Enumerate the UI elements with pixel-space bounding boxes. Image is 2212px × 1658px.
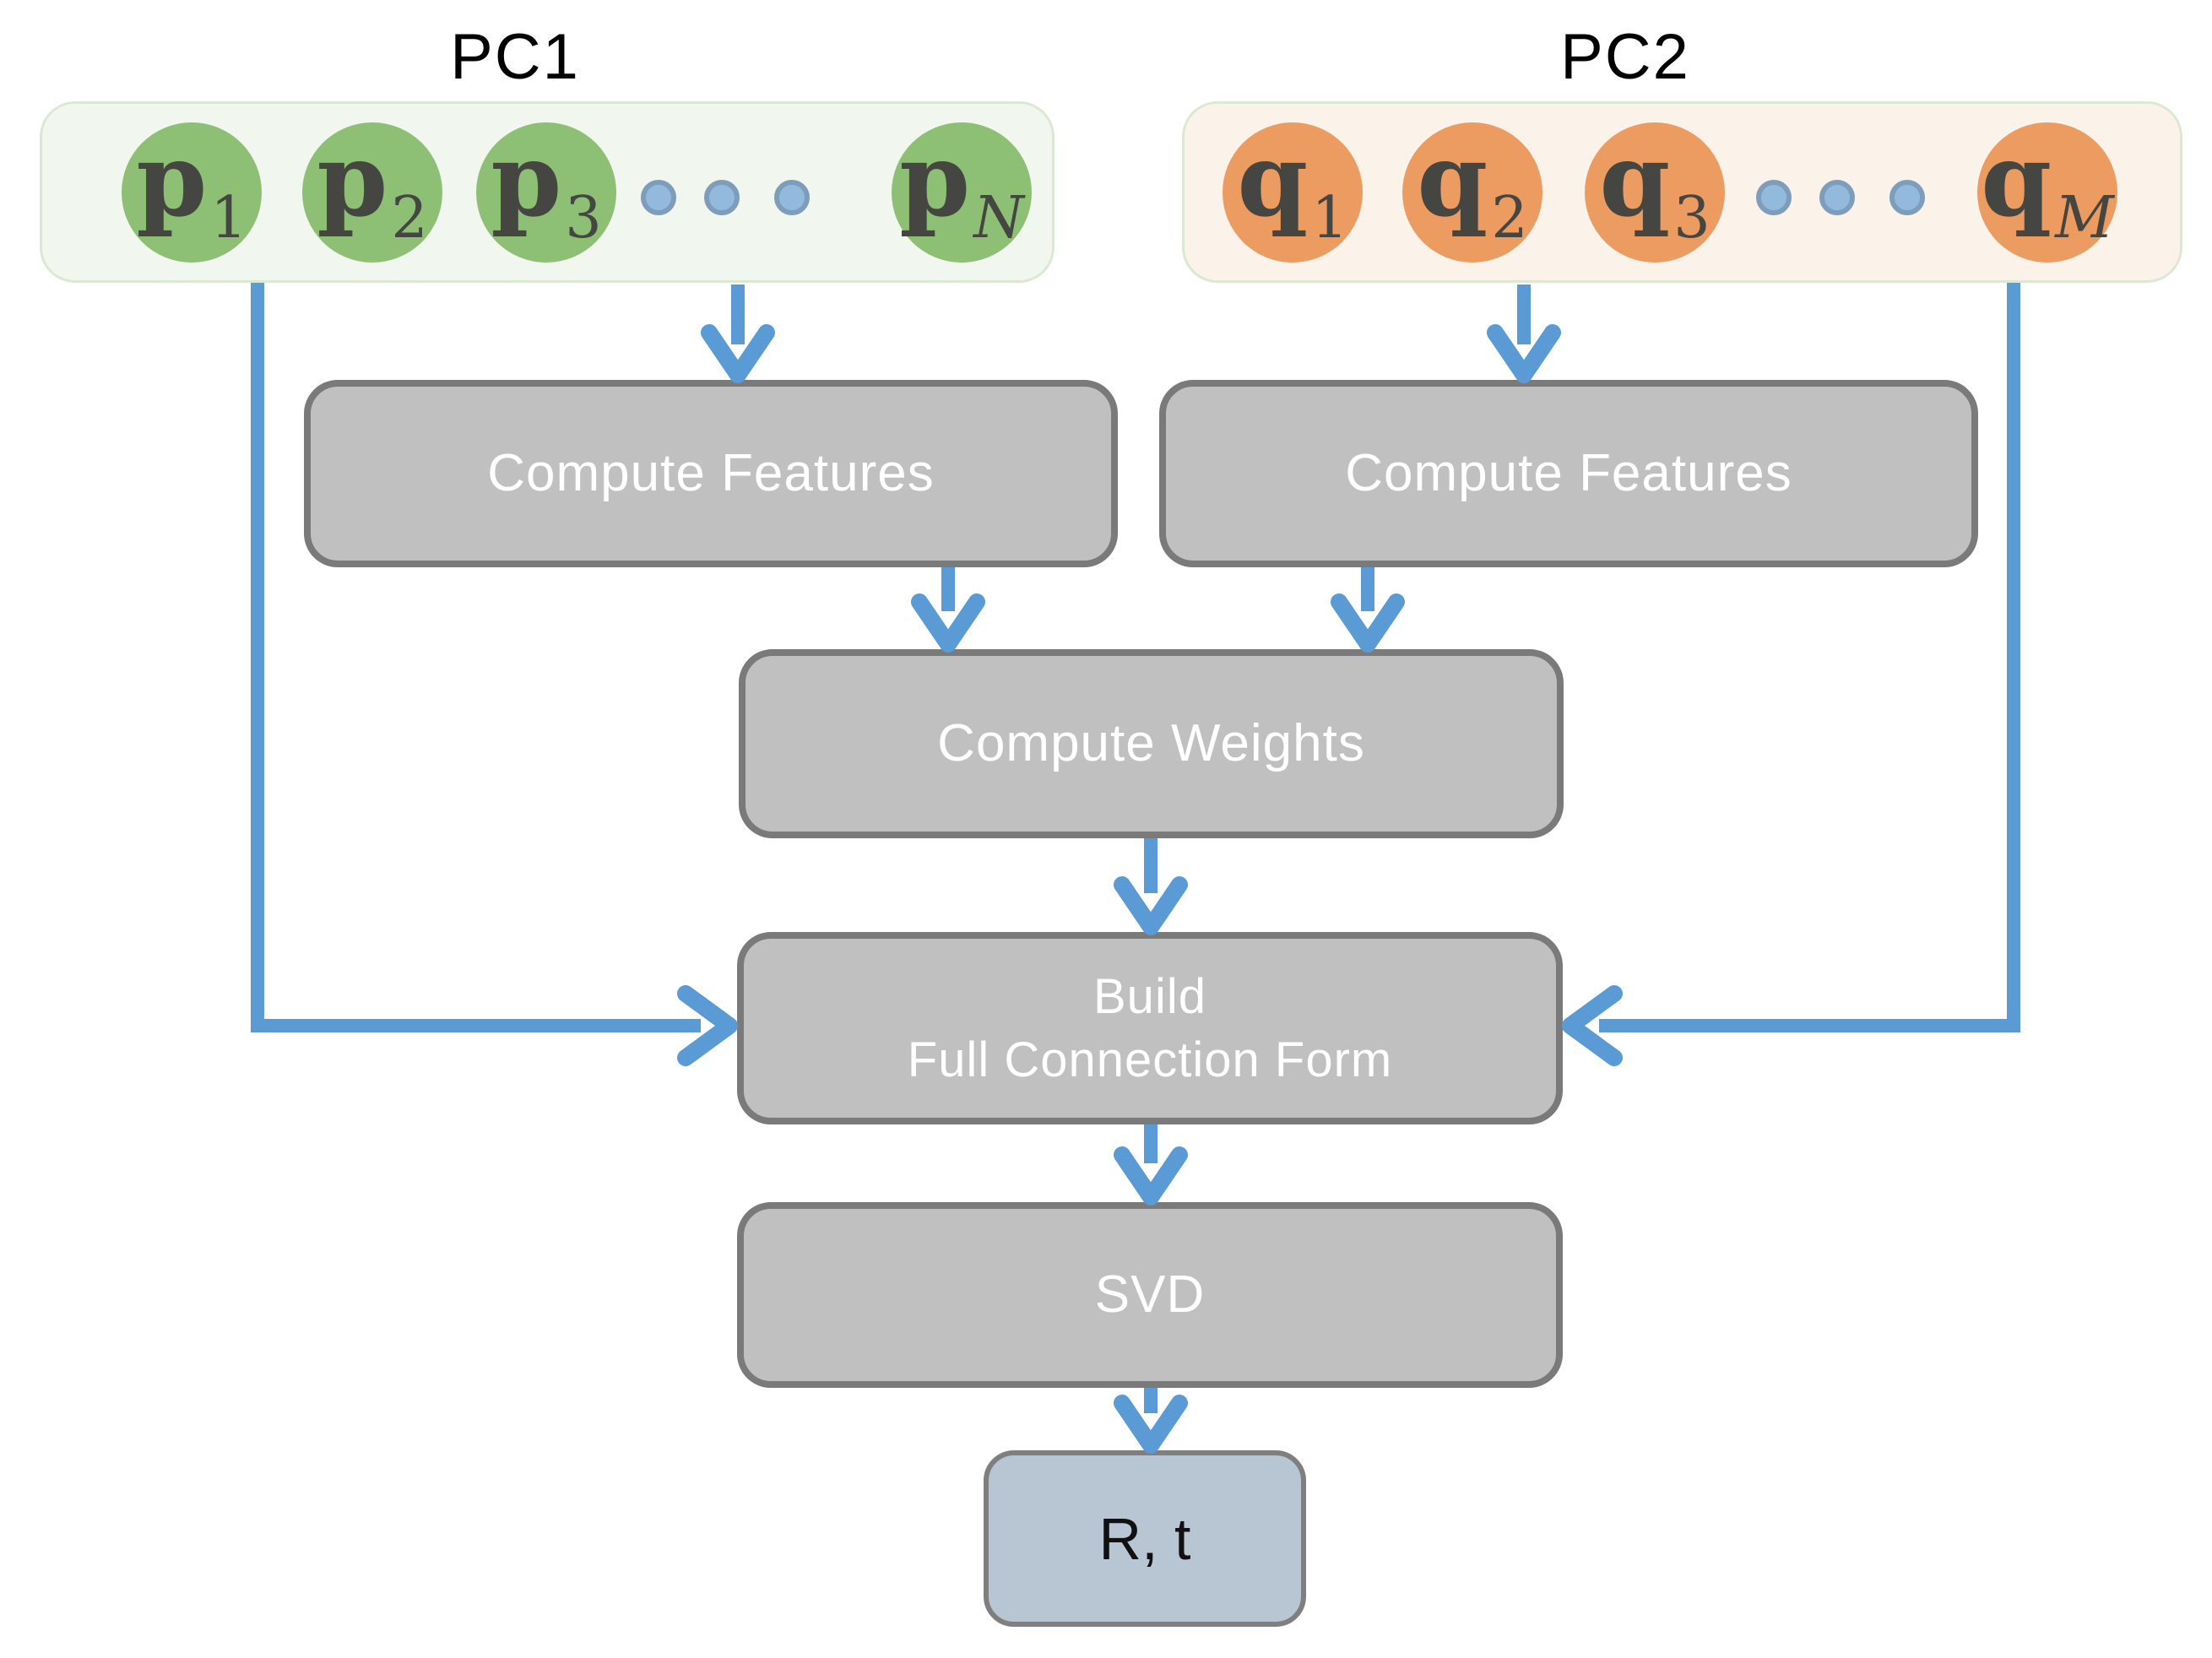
pc1-label: PC1	[450, 21, 580, 93]
compute-weights-label: Compute Weights	[937, 713, 1365, 772]
build-label-line2: Full Connection Form	[907, 1032, 1393, 1087]
arrowhead-down-icon	[1114, 1395, 1188, 1454]
compute-weights-box: Compute Weights	[739, 649, 1564, 838]
compute-features-right-box: Compute Features	[1159, 380, 1978, 567]
arrowhead-down-icon	[1114, 876, 1188, 935]
arrowhead-left-icon	[1562, 985, 1623, 1066]
arrowhead-down-icon	[1331, 593, 1405, 653]
svd-box: SVD	[737, 1202, 1563, 1388]
pc2-label: PC2	[1560, 21, 1690, 93]
arrowhead-right-icon	[677, 985, 738, 1066]
arrowhead-down-icon	[701, 324, 775, 383]
compute-features-right-label: Compute Features	[1345, 443, 1792, 502]
svd-label: SVD	[1094, 1265, 1206, 1324]
build-label-line1: Build	[1093, 968, 1206, 1024]
ellipsis-dot	[1819, 180, 1855, 215]
ellipsis-dot	[1756, 180, 1792, 215]
build-full-connection-box: Build Full Connection Form	[737, 932, 1563, 1124]
result-rt-label: R, t	[1098, 1505, 1191, 1572]
compute-features-left-label: Compute Features	[487, 443, 935, 502]
ellipsis-dot	[704, 180, 740, 215]
ellipsis-dot	[641, 180, 676, 215]
ellipsis-dot	[1889, 180, 1925, 215]
arrowhead-down-icon	[911, 593, 985, 653]
ellipsis-dot	[774, 180, 810, 215]
result-rt-box: R, t	[984, 1450, 1306, 1627]
arrowhead-down-icon	[1114, 1146, 1188, 1206]
compute-features-left-box: Compute Features	[304, 380, 1118, 567]
arrowhead-down-icon	[1487, 324, 1561, 383]
